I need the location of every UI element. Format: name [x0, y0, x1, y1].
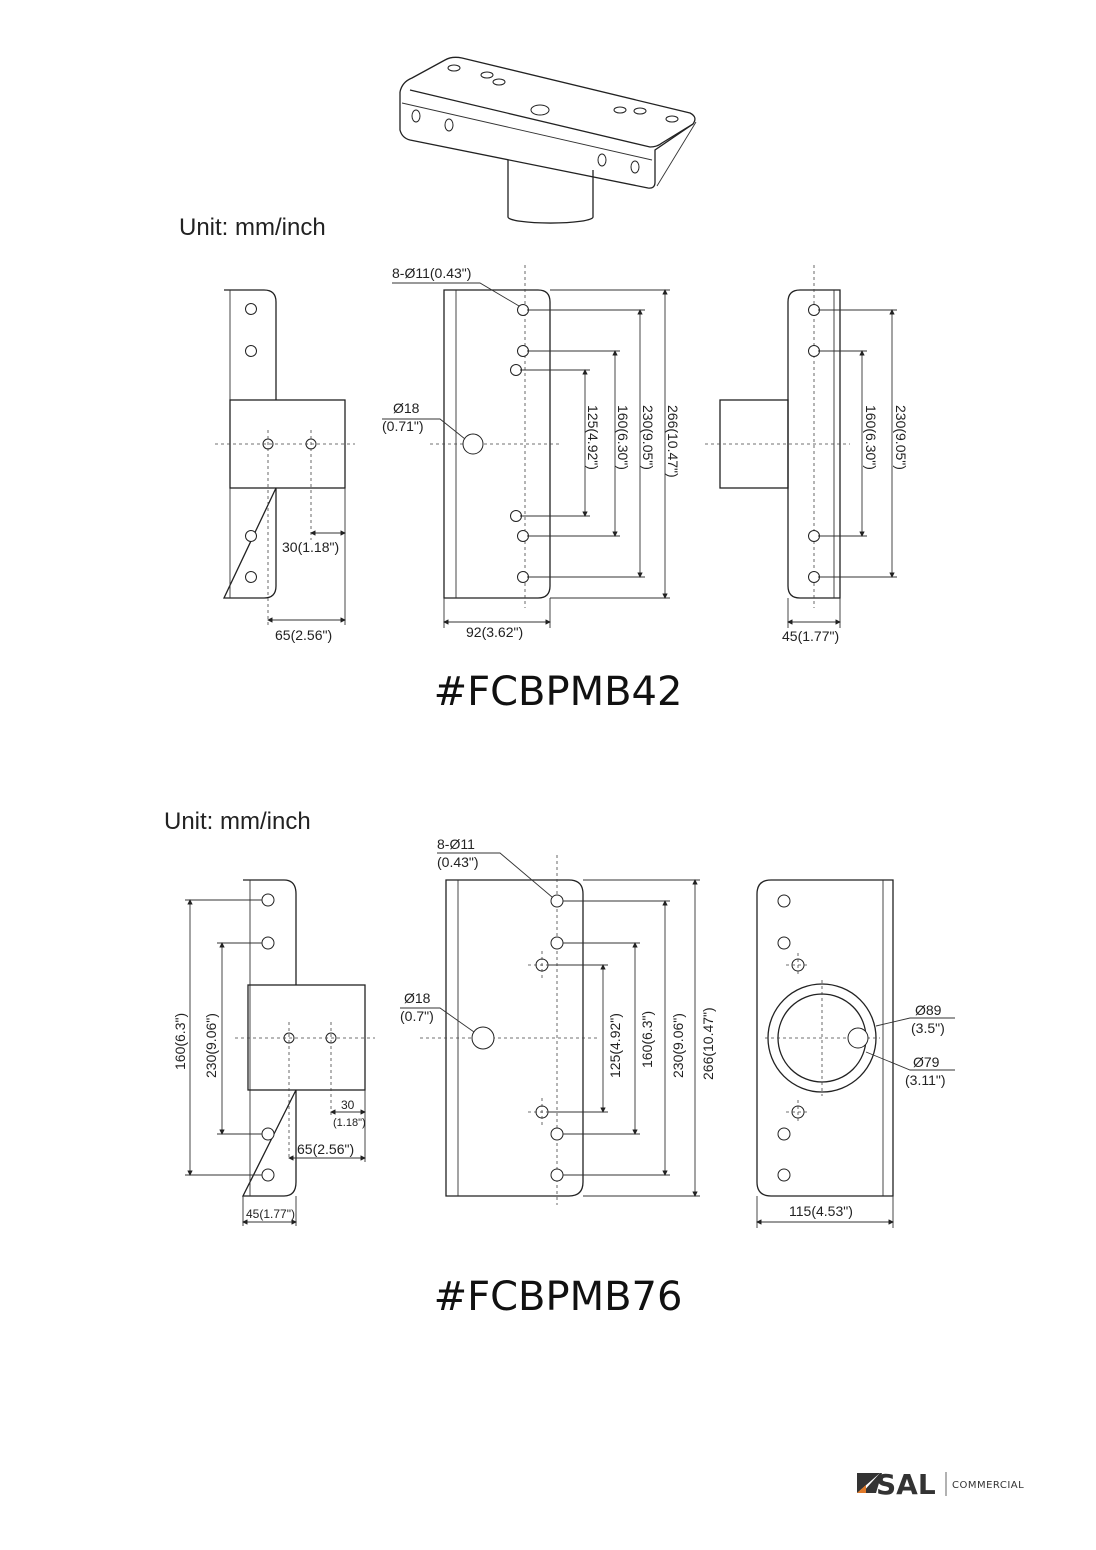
dim-230: 230(9.06") — [670, 1013, 686, 1078]
model-title: #FCBPMB76 — [434, 1274, 683, 1320]
m2-front-view: 125(4.92") 160(6.3") 230(9.06") 266(10.4… — [400, 836, 716, 1205]
dim-160-right: 160(6.30") — [863, 405, 879, 470]
dim-230-right: 230(9.05") — [893, 405, 909, 470]
holes-label: 8-Ø11(0.43") — [392, 265, 471, 281]
dim-65: 65(2.56") — [275, 627, 332, 643]
logo-brand: SAL — [876, 1468, 936, 1501]
tube-inner-inch: (3.11") — [905, 1072, 946, 1088]
center-hole-label: Ø18 — [404, 990, 431, 1006]
unit-label: Unit: mm/inch — [179, 214, 326, 241]
m2-rear-view: Ø89 (3.5") Ø79 (3.11") 115(4.53") — [756, 879, 955, 1228]
dim-125: 125(4.92") — [585, 405, 601, 470]
dim-230: 230(9.06") — [203, 1013, 219, 1078]
center-hole-label: Ø18 — [393, 400, 420, 416]
dim-30: 30(1.18") — [282, 539, 339, 555]
m2-side-view-left: 160(6.3") 230(9.06") 30 (1.18") 65(2.56"… — [172, 879, 375, 1226]
m1-side-view-left: 30(1.18") 65(2.56") — [215, 289, 355, 643]
dim-230: 230(9.05") — [640, 405, 656, 470]
holes-label-inch: (0.43") — [437, 854, 479, 870]
dim-45: 45(1.77") — [246, 1207, 295, 1221]
unit-label: Unit: mm/inch — [164, 808, 311, 835]
dim-160: 160(6.3") — [172, 1013, 188, 1070]
tube-inner-label: Ø79 — [913, 1054, 940, 1070]
dim-115: 115(4.53") — [789, 1203, 853, 1219]
m1-front-view: 125(4.92") 160(6.30") 230(9.05") 266(10.… — [382, 265, 681, 640]
dim-160: 160(6.3") — [639, 1011, 655, 1068]
tube-outer-inch: (3.5") — [911, 1020, 945, 1036]
tube-outer-label: Ø89 — [915, 1002, 942, 1018]
sal-commercial-logo: SAL COMMERCIAL — [857, 1468, 1024, 1501]
dim-160: 160(6.30") — [615, 405, 631, 470]
isometric-view — [399, 56, 697, 224]
dim-266: 266(10.47") — [700, 1007, 716, 1080]
dim-45: 45(1.77") — [782, 628, 839, 644]
m1-side-view-right: 160(6.30") 230(9.05") 45(1.77") — [705, 265, 909, 644]
dim-65: 65(2.56") — [297, 1141, 354, 1157]
center-hole-label-inch: (0.71") — [382, 418, 424, 434]
dim-266: 266(10.47") — [665, 405, 681, 478]
logo-division: COMMERCIAL — [952, 1480, 1024, 1491]
model-title: #FCBPMB42 — [434, 669, 683, 715]
center-hole-label-inch: (0.7") — [400, 1008, 434, 1024]
dim-125: 125(4.92") — [607, 1013, 623, 1078]
dim-30: 30 — [341, 1098, 355, 1112]
dim-30-inch: (1.18") — [333, 1117, 366, 1129]
dim-92: 92(3.62") — [466, 624, 523, 640]
holes-label: 8-Ø11 — [437, 836, 475, 852]
